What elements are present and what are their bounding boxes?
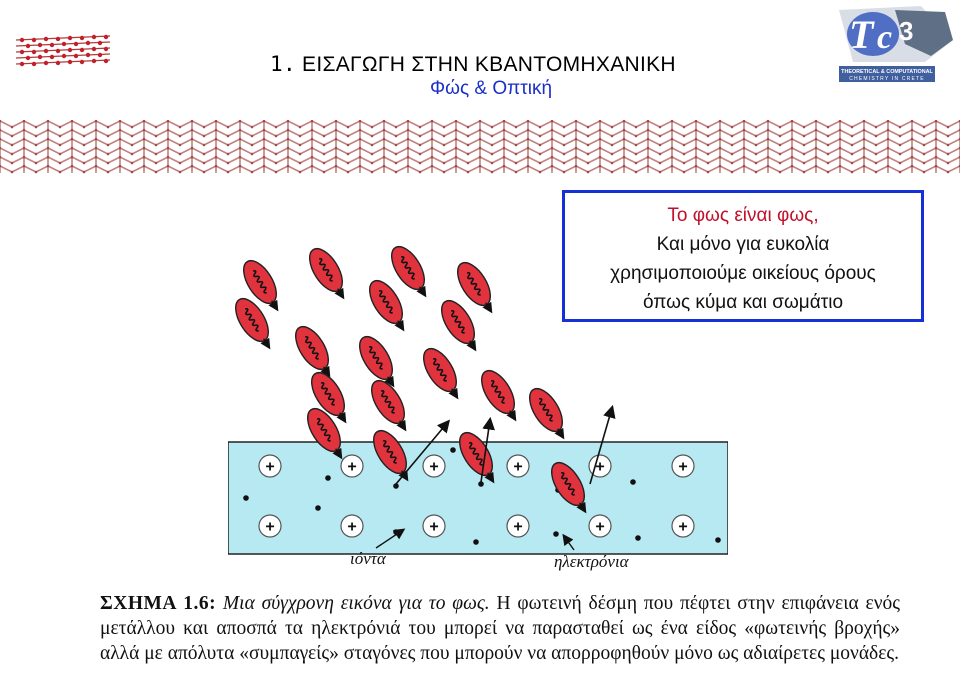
photon [235, 297, 271, 350]
photon [311, 371, 347, 424]
caption-text: Η φωτεινή δέσμη που πέφτει στην επιφάνει… [100, 593, 900, 664]
slide-subtitle: Φώς & Οπτική [430, 78, 553, 99]
svg-text:+: + [595, 519, 604, 536]
electrons-pointer [562, 533, 575, 551]
electron [315, 505, 321, 511]
ions-pointer [375, 528, 406, 549]
quote-line-3: χρησιμοποιούμε οικείους όρους [610, 263, 876, 284]
ions-label: ιόντα [350, 549, 387, 568]
svg-text:+: + [429, 519, 438, 536]
caption-italic: Μια σύγχρονη εικόνα για το φως. [222, 593, 490, 614]
ion: + [422, 514, 446, 538]
ion: + [506, 514, 530, 538]
photon [359, 335, 395, 388]
ion: + [671, 454, 695, 478]
slide-title: 1. ΕΙΣΑΓΩΓΗ ΣΤΗΝ ΚΒΑΝΤΟΜΗΧΑΝΙΚΗ [270, 52, 676, 77]
photon [309, 247, 345, 300]
svg-text:+: + [513, 459, 522, 476]
ion: + [422, 454, 446, 478]
photon [295, 325, 331, 378]
electron [478, 481, 484, 487]
title-text: ΕΙΣΑΓΩΓΗ ΣΤΗΝ ΚΒΑΝΤΟΜΗΧΑΝΙΚΗ [302, 53, 676, 76]
ion: + [671, 514, 695, 538]
nanotube-band-image [0, 120, 960, 174]
nanotube-corner-image [15, 34, 111, 67]
ion: + [340, 454, 364, 478]
photoelectric-diagram: + + + + + + + + + + + + ιόντα ηλεκτρόνια [228, 245, 728, 571]
svg-text:+: + [429, 459, 438, 476]
photon [391, 245, 427, 298]
svg-text:+: + [513, 519, 522, 536]
electron [243, 495, 249, 501]
photon [371, 379, 407, 432]
electron [473, 539, 479, 545]
ion: + [340, 514, 364, 538]
svg-text:+: + [347, 519, 356, 536]
ejected-electron-arrow [480, 416, 495, 483]
photon [373, 429, 409, 482]
ejected-electron-arrow [589, 404, 616, 485]
svg-text:+: + [265, 459, 274, 476]
svg-text:+: + [595, 459, 604, 476]
electron [715, 537, 721, 543]
photon [441, 299, 477, 352]
photon [551, 461, 587, 514]
electrons-label: ηλεκτρόνια [554, 552, 630, 571]
ejected-electron-arrow [395, 419, 451, 485]
svg-text:3: 3 [899, 16, 913, 46]
electron [635, 535, 641, 541]
photon [423, 347, 459, 400]
electron [450, 447, 456, 453]
quote-line-4: όπως κύμα και σωμάτιο [642, 292, 844, 313]
electron [553, 531, 559, 537]
photon [457, 261, 493, 314]
ion: + [588, 514, 612, 538]
svg-text:+: + [678, 459, 687, 476]
quote-line-2: Και μόνο για ευκολία [656, 234, 830, 255]
electron [393, 483, 399, 489]
svg-text:T: T [849, 12, 875, 57]
figure-caption: ΣΧΗΜΑ 1.6: Μια σύγχρονη εικόνα για το φω… [100, 591, 900, 666]
svg-text:+: + [347, 459, 356, 476]
ion: + [258, 454, 282, 478]
svg-text:+: + [678, 519, 687, 536]
svg-text:THEORETICAL & COMPUTATIONAL: THEORETICAL & COMPUTATIONAL [841, 69, 933, 75]
svg-text:CHEMISTRY IN CRETE: CHEMISTRY IN CRETE [849, 76, 925, 82]
svg-text:+: + [265, 519, 274, 536]
photon [369, 279, 405, 332]
photon [307, 407, 343, 460]
caption-label: ΣΧΗΜΑ 1.6: [100, 593, 217, 614]
electron [325, 475, 331, 481]
ion: + [506, 454, 530, 478]
photon [243, 259, 279, 312]
quote-box: Το φως είναι φως, Και μόνο για ευκολία χ… [562, 190, 924, 322]
ion: + [588, 454, 612, 478]
svg-text:c: c [877, 19, 892, 56]
quote-line-1: Το φως είναι φως, [667, 205, 819, 226]
photon [529, 387, 565, 440]
ion: + [258, 514, 282, 538]
tc3-logo: T c 3 THEORETICAL & COMPUTATIONAL CHEMIS… [839, 6, 953, 82]
title-number: 1. [270, 52, 296, 76]
photon [481, 369, 517, 422]
electron [630, 479, 636, 485]
